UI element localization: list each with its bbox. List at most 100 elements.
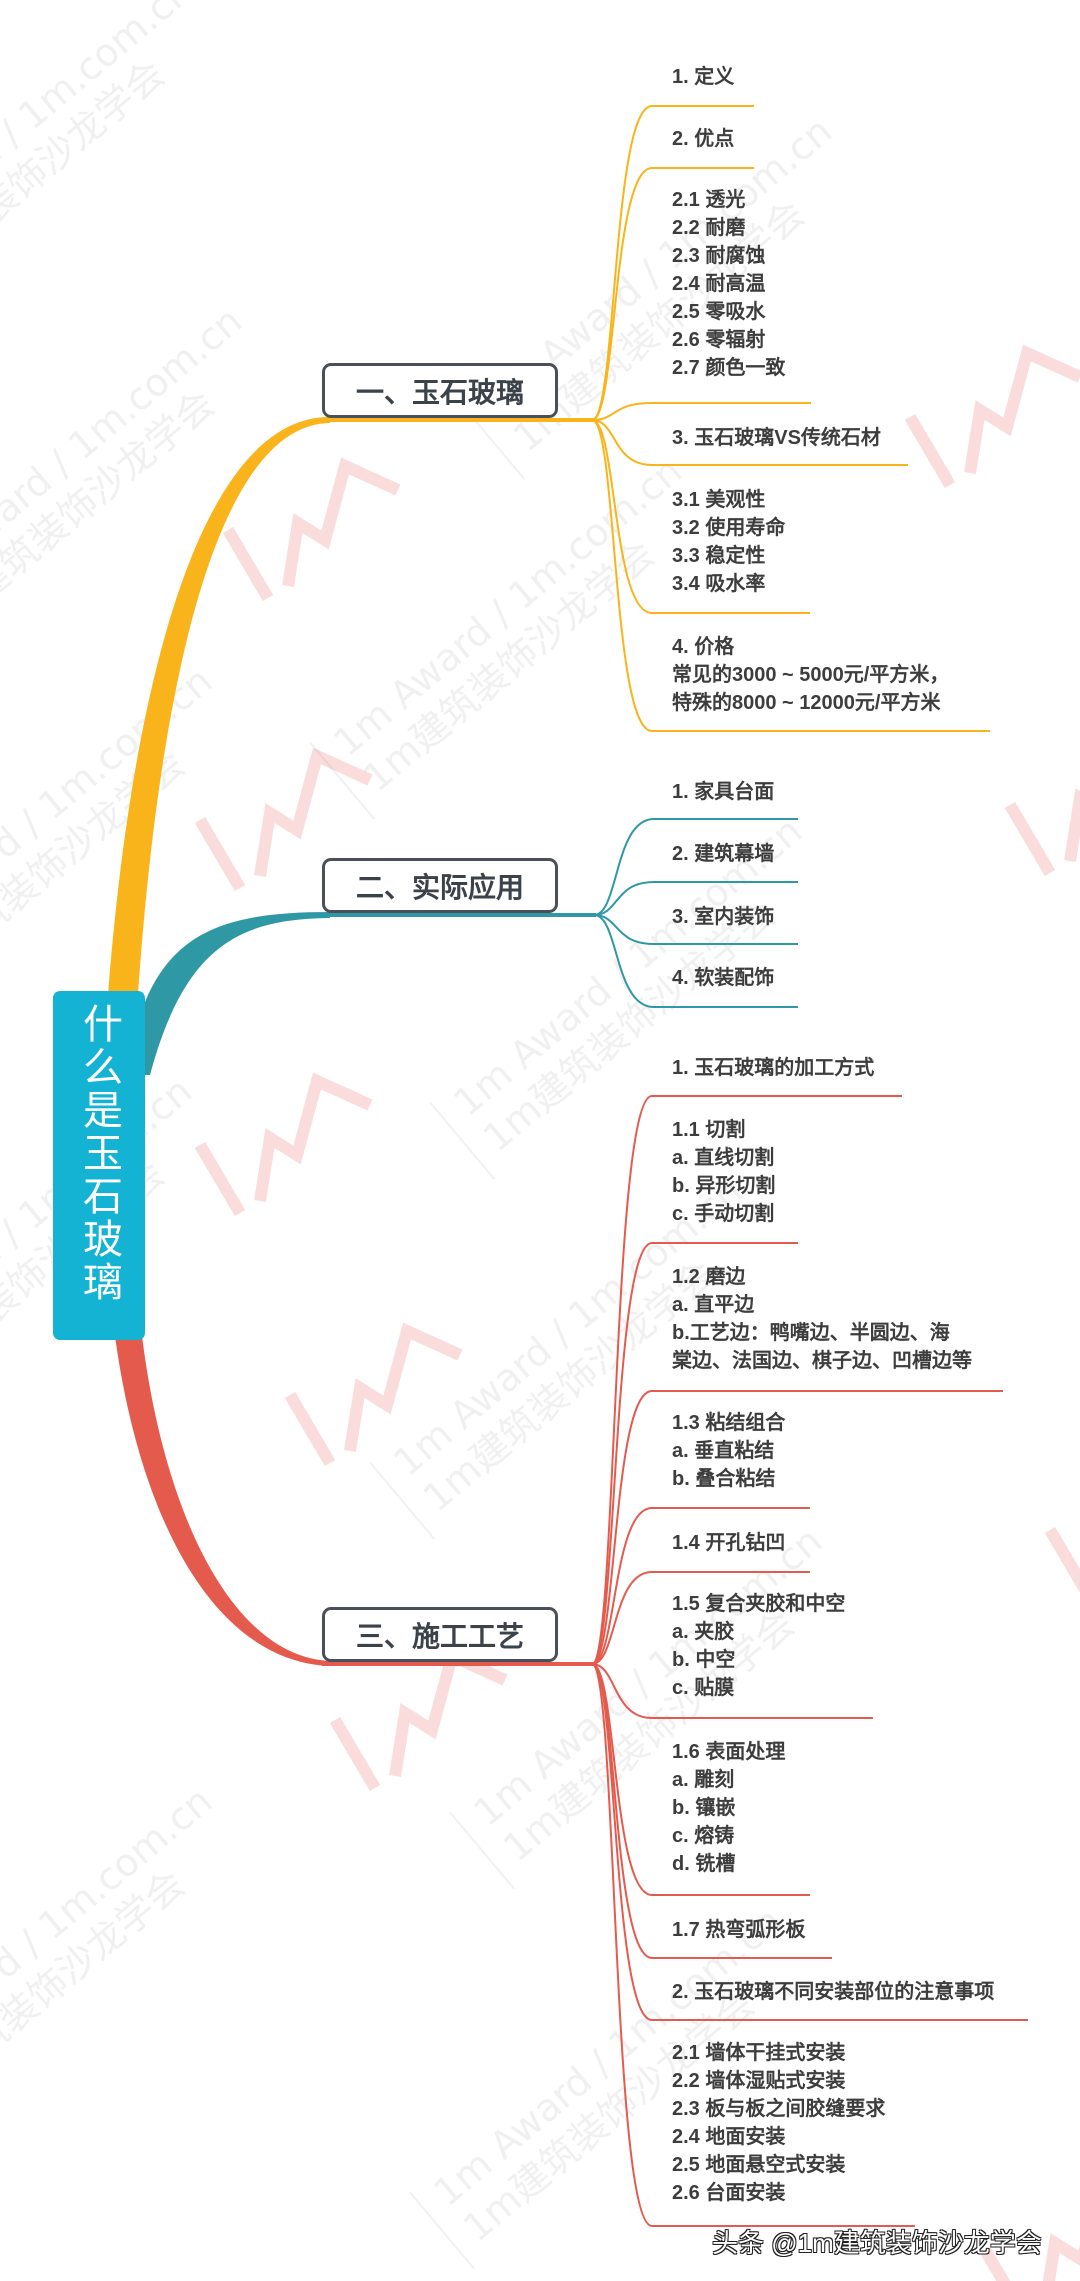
connector-line	[591, 1242, 798, 1665]
topic-line: a. 夹胶	[672, 1621, 735, 1643]
root-topic: 什么是玉石玻璃	[53, 991, 145, 1340]
topic-line: 1.5 复合夹胶和中空	[672, 1593, 846, 1615]
topic-line: 2.4 耐高温	[672, 273, 766, 295]
branch-1-subconnectors	[591, 105, 990, 732]
topic-line: 3. 玉石玻璃VS传统石材	[672, 427, 881, 449]
subtopic-advantages: 2. 优点	[672, 125, 734, 153]
root-topic-title: 什么是玉石玻璃	[77, 1003, 121, 1304]
topic-line: 2. 优点	[672, 128, 735, 150]
connector-line	[591, 419, 990, 732]
branch-3-subconnectors	[591, 1095, 1028, 2227]
topic-line: 2.1 透光	[672, 189, 746, 211]
branch-connector-2	[140, 912, 330, 1075]
topic-line: 4. 软装配饰	[672, 967, 775, 989]
connector-line	[591, 1095, 902, 1665]
topic-line: b. 异形切割	[672, 1175, 776, 1197]
connector-line	[591, 167, 754, 421]
topic-line: c. 贴膜	[672, 1677, 735, 1699]
topic-line: a. 垂直粘结	[672, 1440, 775, 1462]
topic-line: 3.3 稳定性	[672, 545, 766, 567]
topic-line: 1. 定义	[672, 66, 735, 88]
topic-line: 2.6 零辐射	[672, 329, 766, 351]
branch-2-subconnectors	[593, 818, 798, 1008]
topic-line: 常见的3000 ~ 5000元/平方米，	[672, 664, 950, 686]
topic-line: c. 熔铸	[672, 1825, 735, 1847]
connector-line	[593, 914, 798, 1008]
topic-line: 1. 玉石玻璃的加工方式	[672, 1057, 875, 1079]
subtopic-furniture-countertop: 1. 家具台面	[672, 778, 774, 806]
subtopic-processing-methods: 1. 玉石玻璃的加工方式	[672, 1054, 874, 1082]
subtopic-installation-notes: 2. 玉石玻璃不同安装部位的注意事项	[672, 1978, 994, 2006]
connector-line	[591, 1571, 810, 1665]
topic-line: 1.3 粘结组合	[672, 1412, 786, 1434]
subtopic-surface-treatment: 1.6 表面处理 a. 雕刻 b. 镶嵌 c. 熔铸 d. 铣槽	[672, 1738, 785, 1878]
subtopic-hot-bending: 1.7 热弯弧形板	[672, 1916, 805, 1944]
main-topic-title: 二、实际应用	[355, 871, 524, 903]
subtopic-vs-traditional-stone: 3. 玉石玻璃VS传统石材	[672, 424, 881, 452]
topic-line: b.工艺边：鸭嘴边、半圆边、海	[672, 1322, 950, 1344]
connector-line	[593, 818, 798, 916]
subtopic-cutting: 1.1 切割 a. 直线切割 b. 异形切割 c. 手动切割	[672, 1116, 775, 1228]
subtopic-price: 4. 价格 常见的3000 ~ 5000元/平方米， 特殊的8000 ~ 120…	[672, 633, 949, 717]
subtopic-curtain-wall: 2. 建筑幕墙	[672, 840, 774, 868]
topic-line: c. 手动切割	[672, 1203, 775, 1225]
topic-line: 1.1 切割	[672, 1119, 746, 1141]
topic-line: 2.3 耐腐蚀	[672, 245, 766, 267]
topic-line: 1.4 开孔钻凹	[672, 1532, 786, 1554]
topic-line: 2.2 耐磨	[672, 217, 746, 239]
main-topic-title: 一、玉石玻璃	[355, 376, 524, 408]
connector-line	[593, 881, 798, 916]
connector-line	[591, 1663, 1028, 2021]
topic-line: d. 铣槽	[672, 1853, 736, 1875]
topic-line: 棠边、法国边、棋子边、凹槽边等	[672, 1350, 972, 1372]
topic-line: 3. 室内装饰	[672, 906, 775, 928]
subtopic-interior-decoration: 3. 室内装饰	[672, 903, 774, 931]
subtopic-laminated-insulated: 1.5 复合夹胶和中空 a. 夹胶 b. 中空 c. 贴膜	[672, 1590, 845, 1702]
subtopic-drilling: 1.4 开孔钻凹	[672, 1529, 785, 1557]
topic-line: 4. 价格	[672, 636, 735, 658]
source-attribution: 头条 @1m建筑装饰沙龙学会	[712, 2228, 1042, 2258]
main-topic-construction-process: 三、施工工艺	[322, 1607, 558, 1662]
branch-connector-3	[115, 1336, 330, 1666]
connector-line	[591, 1390, 1003, 1665]
subtopic-advantages-list: 2.1 透光 2.2 耐磨 2.3 耐腐蚀 2.4 耐高温 2.5 零吸水 2.…	[672, 186, 785, 382]
topic-line: 2.1 墙体干挂式安装	[672, 2042, 846, 2064]
topic-line: 2.6 台面安装	[672, 2182, 786, 2204]
topic-line: 1.6 表面处理	[672, 1741, 786, 1763]
topic-line: 1.2 磨边	[672, 1266, 746, 1288]
main-topic-title: 三、施工工艺	[355, 1620, 524, 1652]
topic-line: 2.7 颜色一致	[672, 357, 786, 379]
topic-line: 3.1 美观性	[672, 489, 766, 511]
topic-line: 1. 家具台面	[672, 781, 775, 803]
subtopic-edging: 1.2 磨边 a. 直平边 b.工艺边：鸭嘴边、半圆边、海 棠边、法国边、棋子边…	[672, 1263, 972, 1375]
main-topic-jade-glass: 一、玉石玻璃	[322, 363, 558, 418]
topic-line: 2. 建筑幕墙	[672, 843, 775, 865]
topic-line: 1.7 热弯弧形板	[672, 1919, 806, 1941]
topic-line: 2.3 板与板之间胶缝要求	[672, 2098, 886, 2120]
connector-line	[591, 1663, 873, 1719]
topic-line: a. 直平边	[672, 1294, 755, 1316]
connector-line	[591, 402, 811, 421]
connector-line	[591, 1507, 810, 1665]
topic-line: a. 直线切割	[672, 1147, 775, 1169]
subtopic-soft-furnishing: 4. 软装配饰	[672, 964, 774, 992]
branch-connector-1	[108, 416, 330, 994]
topic-line: b. 叠合粘结	[672, 1468, 776, 1490]
connector-line	[593, 914, 798, 945]
topic-line: 3.4 吸水率	[672, 573, 766, 595]
subtopic-comparison-list: 3.1 美观性 3.2 使用寿命 3.3 稳定性 3.4 吸水率	[672, 486, 785, 598]
topic-line: 2.2 墙体湿贴式安装	[672, 2070, 846, 2092]
subtopic-definition: 1. 定义	[672, 63, 734, 91]
subtopic-bonding: 1.3 粘结组合 a. 垂直粘结 b. 叠合粘结	[672, 1409, 785, 1493]
connector-line	[591, 1663, 915, 2227]
subtopic-installation-list: 2.1 墙体干挂式安装 2.2 墙体湿贴式安装 2.3 板与板之间胶缝要求 2.…	[672, 2039, 885, 2207]
topic-line: a. 雕刻	[672, 1769, 735, 1791]
topic-line: 特殊的8000 ~ 12000元/平方米	[672, 692, 941, 714]
connector-line	[591, 419, 908, 466]
topic-line: 2.5 零吸水	[672, 301, 766, 323]
topic-line: b. 镶嵌	[672, 1797, 736, 1819]
main-topic-applications: 二、实际应用	[322, 858, 558, 913]
topic-line: b. 中空	[672, 1649, 736, 1671]
